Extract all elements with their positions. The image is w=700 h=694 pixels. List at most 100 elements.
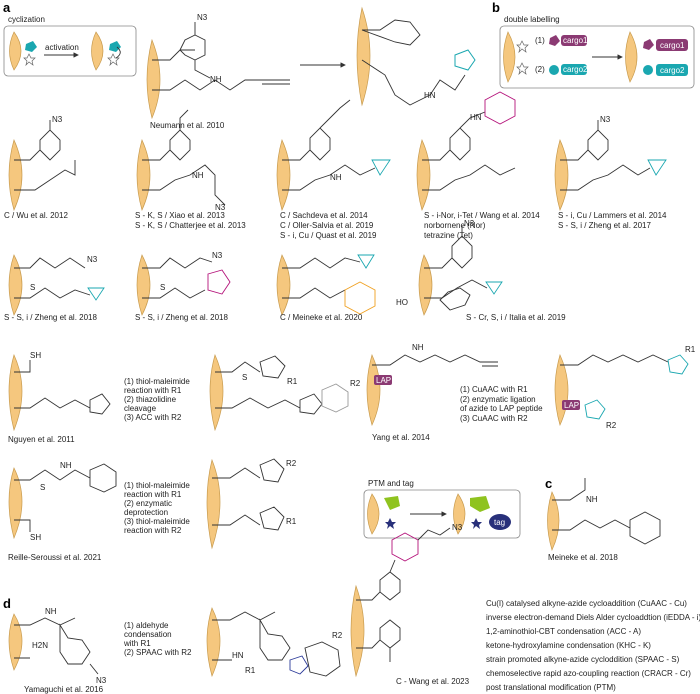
citation-wang2023: C - Wang et al. 2023 — [396, 677, 470, 686]
svg-text:N3: N3 — [96, 676, 107, 685]
legend-item-ptm: post translational modification (PTM) — [486, 683, 616, 692]
structure-xiao: NH N3 S - K, S / Xiao et al. 2013 S - K,… — [135, 109, 246, 230]
step-nguyen-5: (3) ACC with R2 — [124, 413, 182, 422]
cargo1-pentagon-icon — [549, 35, 560, 46]
step-nguyen-3: (2) thiazolidine — [124, 395, 177, 404]
citation-oller: C / Oller-Salvia et al. 2019 — [280, 221, 374, 230]
citation-chatterjee: S - K, S / Chatterjee et al. 2013 — [135, 221, 246, 230]
structure-neumann: N3 NH Neumann et al. 2010 HN — [146, 6, 476, 130]
cyclization-title: cyclization — [8, 15, 45, 24]
structure-reille: S NH SH Reille-Seroussi et al. 2021 (1) … — [8, 458, 297, 562]
citation-zheng2018a: S - S, i / Zheng et al. 2018 — [4, 313, 97, 322]
svg-text:N3: N3 — [52, 115, 63, 124]
step-yang-3: of azide to LAP peptide — [460, 404, 543, 413]
protein-bead — [91, 31, 104, 71]
structure-wang2014: HN S - i-Nor, i-Tet / Wang et al. 2014 n… — [416, 91, 540, 240]
star-icon — [516, 40, 529, 54]
svg-text:N3: N3 — [215, 203, 226, 212]
cyclization-box — [3, 25, 137, 77]
svg-text:SH: SH — [30, 533, 41, 542]
cyclization-star-icon — [107, 53, 120, 67]
svg-text:LAP: LAP — [564, 401, 579, 410]
svg-text:NH: NH — [45, 607, 57, 616]
structure-yang: LAP NH Yang et al. 2014 (1) CuAAC with R… — [366, 343, 696, 442]
svg-text:NH: NH — [412, 343, 424, 352]
legend-item-iedda: inverse electron-demand Diels Alder cycl… — [486, 613, 700, 622]
cargo1-chip — [561, 35, 587, 46]
svg-text:NH: NH — [330, 173, 342, 182]
ptm-icon — [470, 496, 490, 512]
cyclization-link — [115, 46, 121, 59]
step-yamaguchi-1: (1) aldehyde — [124, 621, 169, 630]
svg-text:R2: R2 — [350, 379, 361, 388]
svg-text:R2: R2 — [286, 459, 297, 468]
protein-bead — [503, 31, 516, 83]
cargo1-label: cargo1 — [660, 41, 685, 50]
cyclization-pentagon-icon — [109, 41, 121, 52]
protein-bead — [625, 31, 638, 83]
citation-nguyen: Nguyen et al. 2011 — [8, 435, 75, 444]
citation-meineke2020: C / Meineke et al. 2020 — [280, 313, 363, 322]
svg-text:HN: HN — [424, 91, 436, 100]
svg-text:N3: N3 — [452, 523, 463, 532]
citation-zheng2018b: S - S, i / Zheng et al. 2018 — [135, 313, 228, 322]
svg-text:R1: R1 — [685, 345, 696, 354]
tag-label: tag — [494, 518, 505, 527]
cargo2-circle-icon — [549, 65, 559, 75]
svg-text:NH: NH — [60, 461, 72, 470]
structure-meineke2020: C / Meineke et al. 2020 — [276, 254, 376, 322]
structure-nguyen: SH Nguyen et al. 2011 (1) thiol-maleimid… — [8, 351, 361, 444]
svg-text:H2N: H2N — [32, 641, 48, 650]
step-reille-5: (3) thiol-maleimide — [124, 517, 190, 526]
structure-wang2023: N3 C - Wang et al. 2023 — [350, 523, 470, 686]
legend-item-khc: ketone-hydroxylamine condensation (KHC -… — [486, 641, 651, 650]
step-nguyen-1: (1) thiol-maleimide — [124, 377, 190, 386]
svg-text:S: S — [40, 483, 45, 492]
svg-text:N3: N3 — [87, 255, 98, 264]
cargo2-label: cargo2 — [563, 65, 588, 74]
structure-zheng2018b: S N3 S - S, i / Zheng et al. 2018 — [135, 251, 231, 322]
cargo2-label: cargo2 — [660, 66, 685, 75]
cargo1-label: cargo1 — [563, 36, 588, 45]
svg-text:SH: SH — [30, 351, 41, 360]
structure-italia: N3 HO S - Cr, S, i / Italia et al. 2019 — [396, 219, 566, 322]
svg-text:R1: R1 — [245, 666, 256, 675]
cargo2-circle-icon — [643, 65, 653, 75]
tag-star-icon — [471, 518, 482, 529]
svg-text:S: S — [30, 283, 35, 292]
step-yamaguchi-2: condensation — [124, 630, 172, 639]
citation-lammers: S - i, Cu / Lammers et al. 2014 — [558, 211, 667, 220]
step-nguyen-2: reaction with R1 — [124, 386, 182, 395]
step-yang-1: (1) CuAAC with R1 — [460, 385, 528, 394]
legend-item-acc: 1,2-aminothiol-CBT condensation (ACC - A… — [486, 627, 641, 636]
step-nguyen-4: cleavage — [124, 404, 157, 413]
protein-bead — [453, 493, 466, 535]
svg-text:R1: R1 — [287, 377, 298, 386]
structure-meineke2018: NH Meineke et al. 2018 — [547, 478, 661, 562]
step-yamaguchi-3: with R1 — [123, 639, 151, 648]
citation-yamaguchi: Yamaguchi et al. 2016 — [24, 685, 104, 694]
step-reille-6: reaction with R2 — [124, 526, 182, 535]
citation-wu: C / Wu et al. 2012 — [4, 211, 68, 220]
svg-text:N3: N3 — [197, 13, 208, 22]
double-labelling-title: double labelling — [504, 15, 560, 24]
tag-blob — [489, 514, 511, 530]
cargo2-chip — [656, 64, 688, 76]
protein-bead — [9, 31, 22, 71]
structure-sachdeva: NH C / Sachdeva et al. 2014 C / Oller-Sa… — [276, 99, 391, 240]
citation-reille: Reille-Seroussi et al. 2021 — [8, 553, 102, 562]
tag-star-icon — [385, 518, 396, 529]
svg-text:NH: NH — [210, 75, 222, 84]
svg-text:HN: HN — [470, 113, 482, 122]
citation-quast: S - i, Cu / Quast et al. 2019 — [280, 231, 377, 240]
legend-item-cracr: chemoselective rapid azo-coupling reacti… — [486, 669, 691, 678]
citation-sachdeva: C / Sachdeva et al. 2014 — [280, 211, 368, 220]
svg-text:NH: NH — [192, 171, 204, 180]
legend: Cu(I) catalysed alkyne-azide cycloadditi… — [486, 599, 700, 692]
citation-meineke2018: Meineke et al. 2018 — [548, 553, 618, 562]
svg-text:R2: R2 — [606, 421, 617, 430]
citation-xiao: S - K, S / Xiao et al. 2013 — [135, 211, 225, 220]
svg-text:NH: NH — [586, 495, 598, 504]
step-reille-2: reaction with R1 — [124, 490, 182, 499]
panel-label-c: c — [545, 476, 552, 491]
